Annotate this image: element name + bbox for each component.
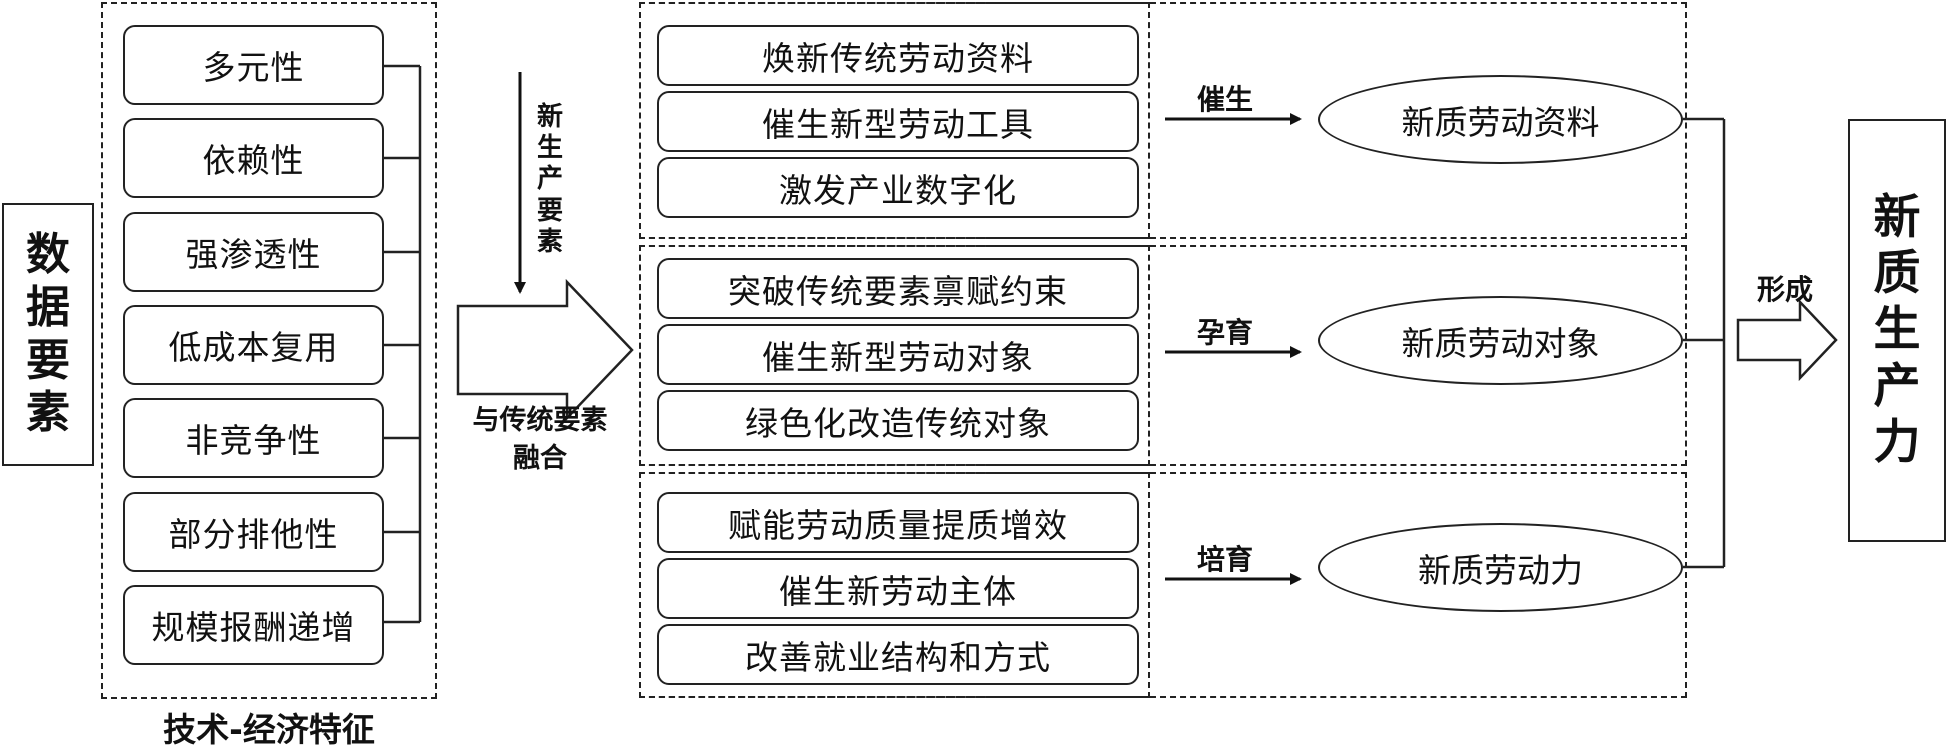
source-char: 数	[26, 228, 70, 280]
feature-item: 低成本复用	[123, 305, 384, 385]
target-char: 生	[1873, 302, 1921, 358]
feature-item: 部分排他性	[123, 492, 384, 572]
target-char: 质	[1873, 245, 1921, 301]
target-char: 新	[1873, 189, 1921, 245]
form-arrow	[1736, 298, 1838, 382]
result-ellipse-1: 新质劳动资料	[1318, 75, 1683, 164]
source-char: 要	[26, 334, 70, 386]
form-label: 形成	[1756, 273, 1813, 306]
source-char: 据	[26, 281, 70, 333]
group-3-item: 改善就业结构和方式	[657, 624, 1139, 685]
merge-label-1: 与传统要素	[472, 405, 608, 436]
group-2-item: 突破传统要素禀赋约束	[657, 258, 1139, 319]
feature-item: 强渗透性	[123, 212, 384, 292]
feature-item: 多元性	[123, 25, 384, 105]
new-factor-label: 新 生 产 要 素	[536, 102, 563, 257]
features-panel	[101, 2, 437, 699]
feature-item: 依赖性	[123, 118, 384, 198]
verb-label-2: 孕育	[1196, 316, 1253, 349]
group-items-box-3	[639, 472, 1150, 698]
group-2-item: 催生新型劳动对象	[657, 324, 1139, 385]
group-3-item: 赋能劳动质量提质增效	[657, 492, 1139, 553]
features-caption: 技术-经济特征	[163, 710, 375, 749]
merge-arrow	[456, 278, 634, 422]
result-ellipse-2: 新质劳动对象	[1318, 296, 1683, 385]
group-items-box-2	[639, 245, 1150, 466]
group-1-item: 激发产业数字化	[657, 157, 1139, 218]
source-box: 数 据 要 素	[2, 203, 94, 466]
group-2-item: 绿色化改造传统对象	[657, 390, 1139, 451]
feature-item: 非竞争性	[123, 398, 384, 478]
merge-label-2: 融合	[513, 443, 567, 474]
verb-label-1: 催生	[1196, 83, 1253, 116]
target-char: 力	[1873, 415, 1921, 471]
group-items-box-1	[639, 2, 1150, 239]
group-3-item: 催生新劳动主体	[657, 558, 1139, 619]
verb-label-3: 培育	[1196, 543, 1253, 576]
result-bracket	[1683, 117, 1726, 569]
feature-bracket	[383, 64, 422, 624]
group-1-item: 催生新型劳动工具	[657, 91, 1139, 152]
feature-item: 规模报酬递增	[123, 585, 384, 665]
result-ellipse-3: 新质劳动力	[1318, 523, 1683, 612]
source-char: 素	[26, 387, 70, 439]
target-char: 产	[1873, 358, 1921, 414]
target-box: 新 质 生 产 力	[1848, 119, 1946, 542]
group-1-item: 焕新传统劳动资料	[657, 25, 1139, 86]
